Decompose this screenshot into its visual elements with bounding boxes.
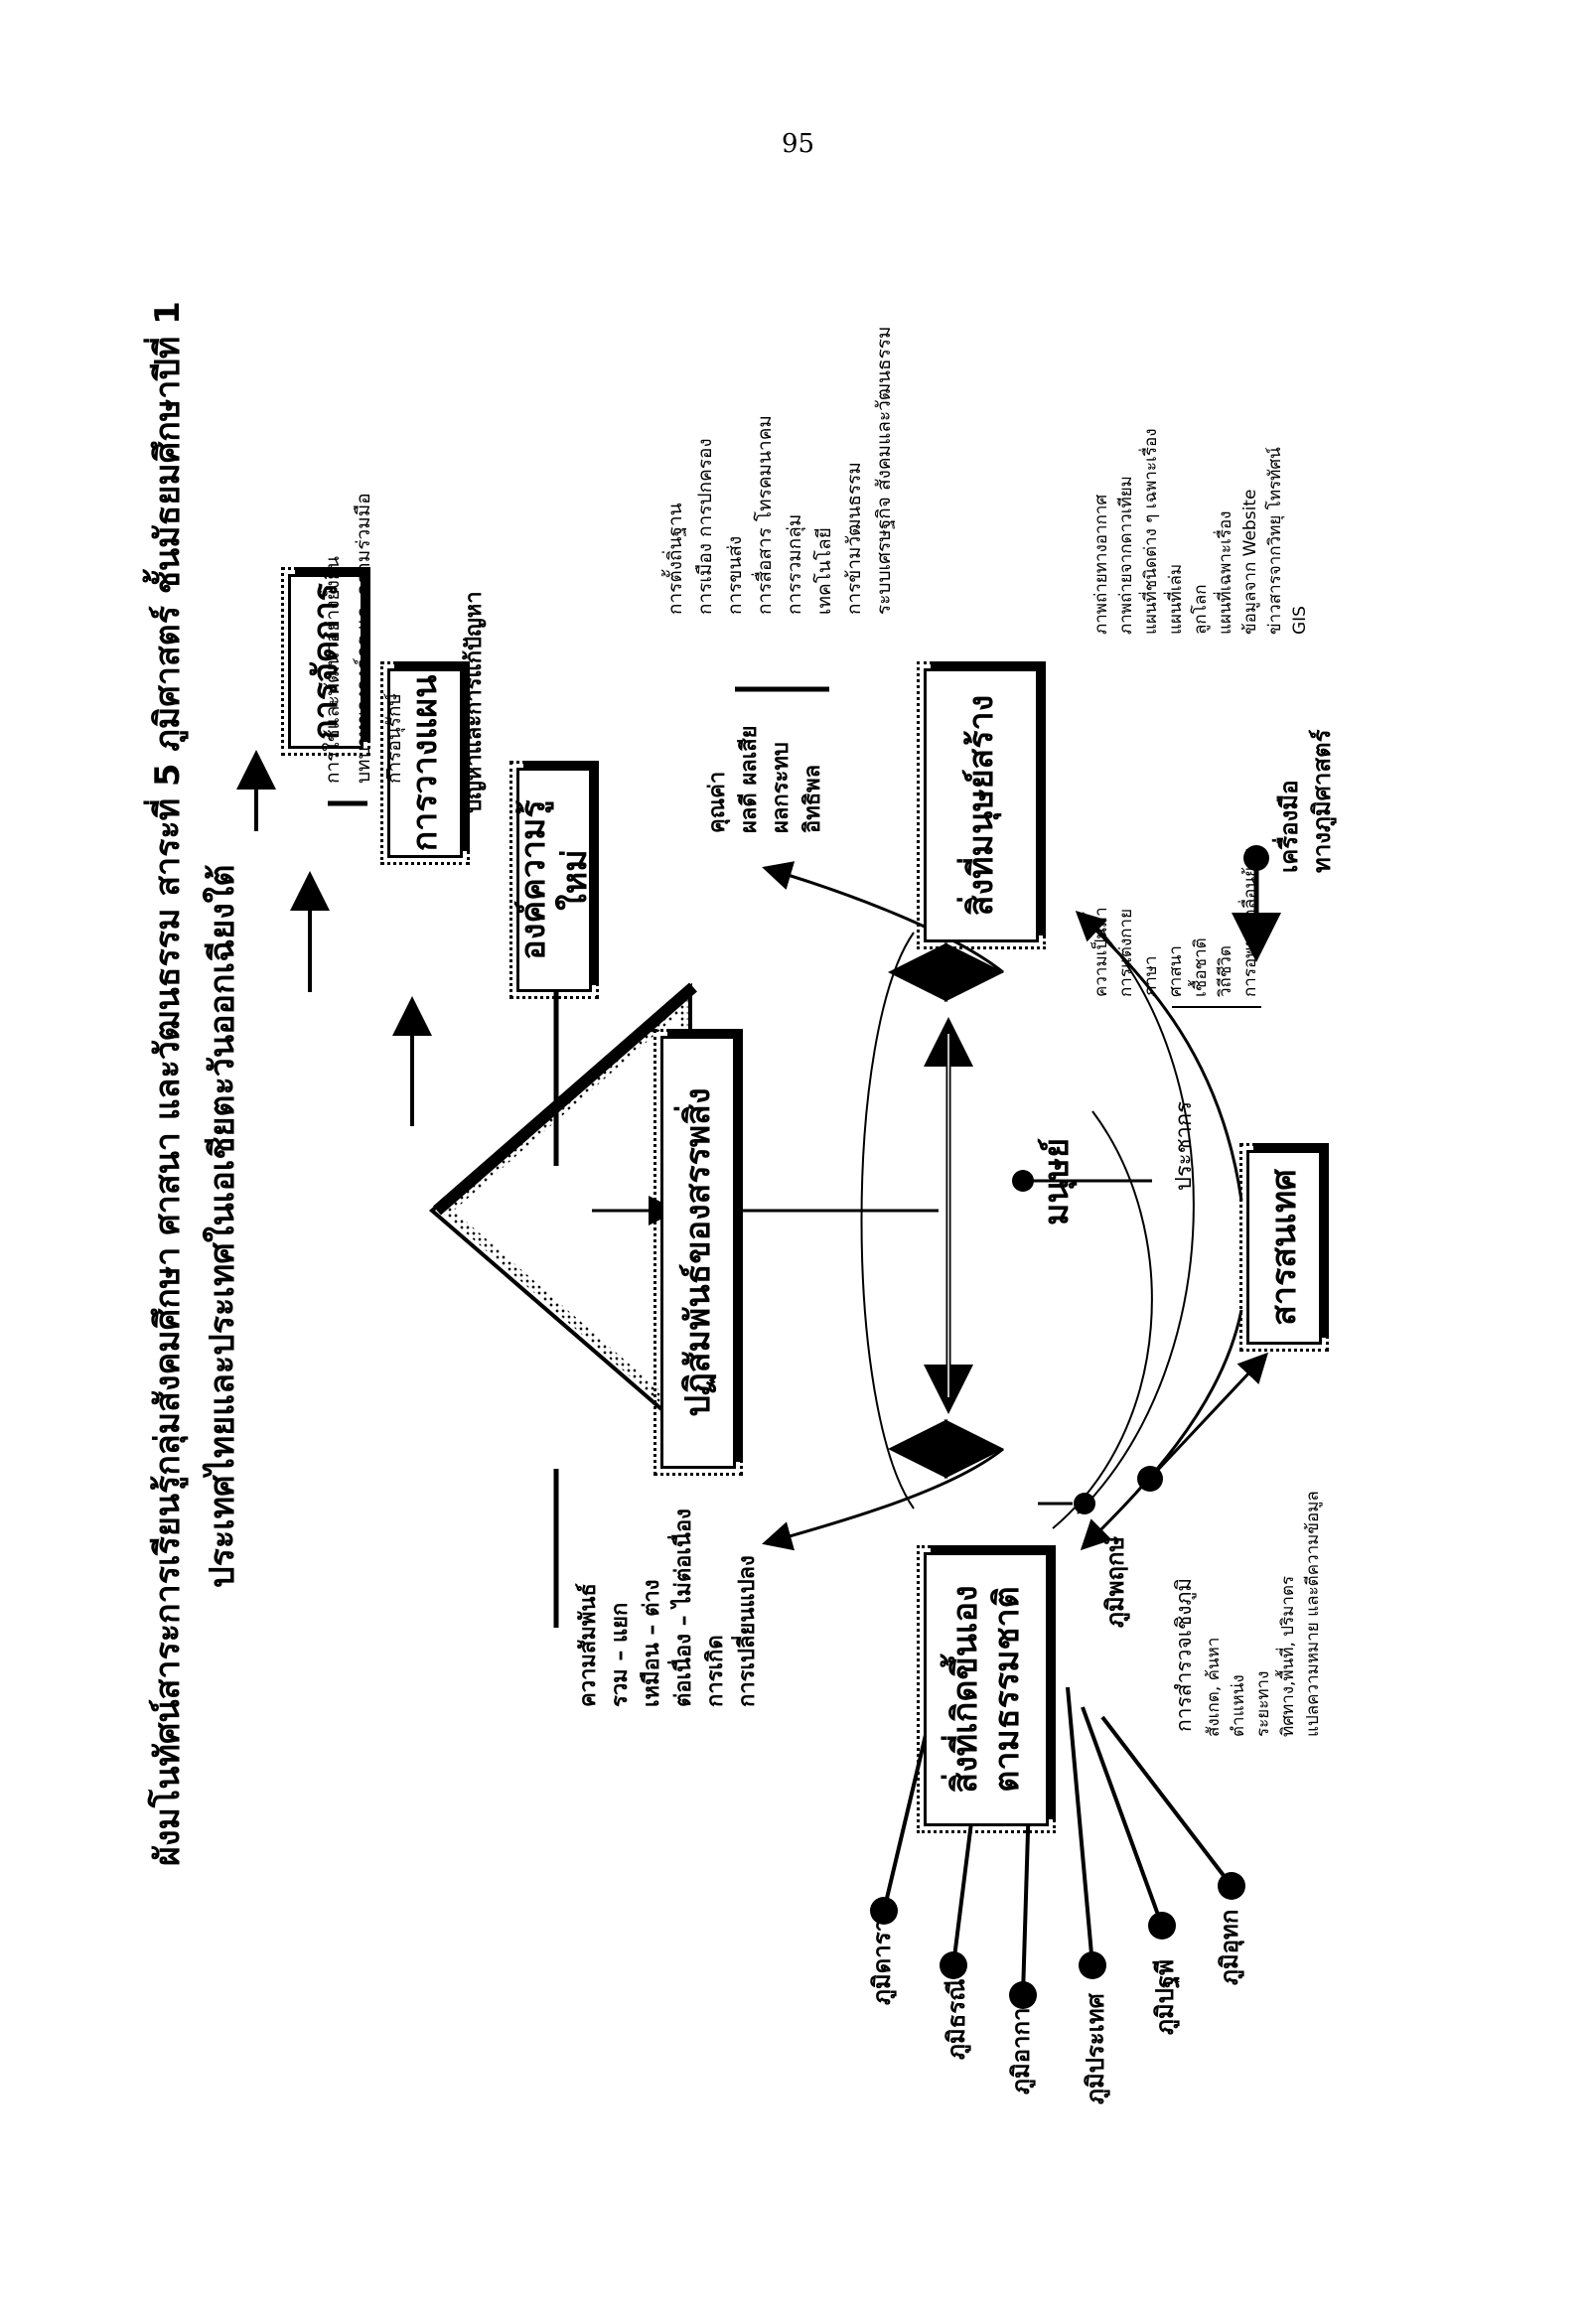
interaction-left-5: การเกิด [703, 1635, 728, 1707]
population-label: ประชากร [1172, 1100, 1197, 1191]
interaction-box: ปฏิสัมพันธ์ของสรรพสิ่ง [658, 995, 738, 1510]
population-item-6: วิถีชีวิต [1216, 945, 1235, 997]
new-knowledge-box: องค์ความรู้ใหม่ [513, 747, 595, 1013]
information-box: สารสนเทศ [1243, 1131, 1325, 1364]
geo-tools-item-1: ภาพถ่ายทางอากาศ [1091, 494, 1111, 635]
interaction-right-1: คุณค่า [705, 771, 730, 833]
manmade-item-6: เทคโนโลยี [813, 527, 835, 615]
interaction-right-3: ผลกระทบ [769, 742, 794, 833]
geo-tools-item-2: ภาพถ่ายจากดาวเทียม [1116, 476, 1136, 635]
page-number: 95 [781, 129, 815, 159]
natural-box: สิ่งที่เกิดขึ้นเอง ตามธรรมชาติ [920, 1536, 1053, 1842]
arrow-manmade-interaction [762, 861, 1004, 974]
interaction-left-4: ต่อเนื่อง – ไม่ต่อเนื่อง [671, 1509, 696, 1707]
curve-natural-manmade [1077, 912, 1195, 1514]
population-item-5: เชื้อชาติ [1191, 937, 1211, 997]
survey-item-2: ตำแหน่ง [1229, 1674, 1248, 1737]
geo-sphere-plant: ภูมิพฤกษ์ [1101, 1535, 1129, 1628]
manmade-item-1: การตั้งถิ่นฐาน [664, 503, 686, 615]
manmade-item-4: การสื่อสาร โทรคมนาคม [754, 415, 776, 615]
geo-sphere-terrain: ภูมิประเทศ [1082, 1993, 1109, 2104]
diagram-title-line2: ประเทศไทยและประเทศในเอเชียตะวันออกเฉียงใ… [203, 864, 242, 1588]
geo-tools-item-9: GIS [1290, 606, 1310, 635]
geo-tools-item-5: ลูกโลก [1191, 584, 1211, 635]
geo-tools-item-7: ข้อมูลจาก Website [1240, 489, 1260, 635]
management-item-2: บทบาทขององค์กร และความร่วมมือ [353, 493, 374, 784]
population-item-3: ภาษา [1141, 955, 1161, 997]
population-item-4: ศาสนา [1166, 945, 1186, 997]
management-item-1: การใช้และพัฒนาอย่างยั่งยืน [322, 555, 344, 784]
human-label: มนุษย์ [1037, 1138, 1077, 1225]
management-item-3: การอนุรักษ์ [383, 692, 405, 784]
arrow-information-manmade [1075, 910, 1243, 1202]
survey-item-3: ระยะทาง [1253, 1670, 1273, 1737]
planning-label: ปัญหาและการแก้ปัญหา [462, 591, 487, 813]
geo-tools-item-3: แผนที่ชนิดต่าง ๆ เฉพาะเรื่อง [1141, 428, 1161, 636]
manmade-item-3: การขนส่ง [724, 535, 746, 615]
manmade-item-5: การรวมกลุ่ม [784, 513, 805, 615]
geo-sphere-climate: ภูมิอากาศ [1007, 1992, 1035, 2094]
geo-sphere-star: ภูมิดารา [868, 1918, 896, 2005]
natural-line2: ตามธรรมชาติ [987, 1586, 1027, 1793]
arrow-information-natural [1080, 1309, 1243, 1551]
geo-sphere-water: ภูมิอุทก [1216, 1909, 1243, 1985]
interaction-right-2: ผลดี ผลเสีย [737, 725, 762, 833]
survey-item-5: แปลความหมาย และตีความข้อมูล [1303, 1491, 1323, 1737]
geo-tools-item-8: ข่าวสารจากวิทยุ โทรทัศน์ [1265, 447, 1285, 635]
population-item-2: การแต่งกาย [1116, 908, 1136, 997]
survey-item-4: ทิศทาง,พื้นที่, ปริมาตร [1278, 1575, 1298, 1737]
diagram-title-line1: ผังมโนทัศน์สาระการเรียนรู้กลุ่มสังคมศึกษ… [148, 301, 188, 1866]
population-item-7: การอพยพเคลื่อนย้าย [1240, 847, 1260, 997]
arrow-natural-interaction [762, 1447, 1004, 1551]
interaction-right-4: อิทธิพล [800, 764, 825, 833]
survey-label: การสำรวจเชิงภูมิ [1172, 1577, 1196, 1732]
natural-line1: สิ่งที่เกิดขึ้นเอง [944, 1585, 985, 1794]
geo-sphere-soil: ภูมิปฐพี [1151, 1959, 1179, 2035]
interaction-left-2: รวม – แยก [608, 1602, 633, 1707]
geo-tools-item-6: แผนที่เฉพาะเรื่อง [1216, 510, 1235, 635]
population-item-1: ความเป็นมา [1091, 907, 1111, 997]
manmade-item-8: ระบบเศรษฐกิจ สังคมและวัฒนธรรม [873, 326, 895, 615]
survey-item-1: สังเกต, ค้นหา [1204, 1637, 1224, 1737]
arrow-survey-information [1155, 1352, 1269, 1473]
manmade-item-7: การข้ามวัฒนธรรม [843, 462, 865, 615]
interaction-left-3: เหมือน – ต่าง [640, 1579, 664, 1707]
manmade-box: สิ่งที่มนุษย์สร้าง [921, 651, 1042, 959]
interaction-left-6: การเปลี่ยนแปลง [735, 1555, 760, 1707]
interaction-left-1: ความสัมพันธ์ [576, 1583, 601, 1707]
manmade-item-2: การเมือง การปกครอง [694, 438, 716, 615]
geo-tools-item-4: แผนที่เล่ม [1166, 563, 1186, 635]
geo-tools-label-1: เครื่องมือ [1275, 780, 1303, 873]
geo-sphere-earth: ภูมิธรณี [943, 1978, 970, 2060]
geo-tools-label-2: ทางภูมิศาสตร์ [1308, 729, 1336, 874]
